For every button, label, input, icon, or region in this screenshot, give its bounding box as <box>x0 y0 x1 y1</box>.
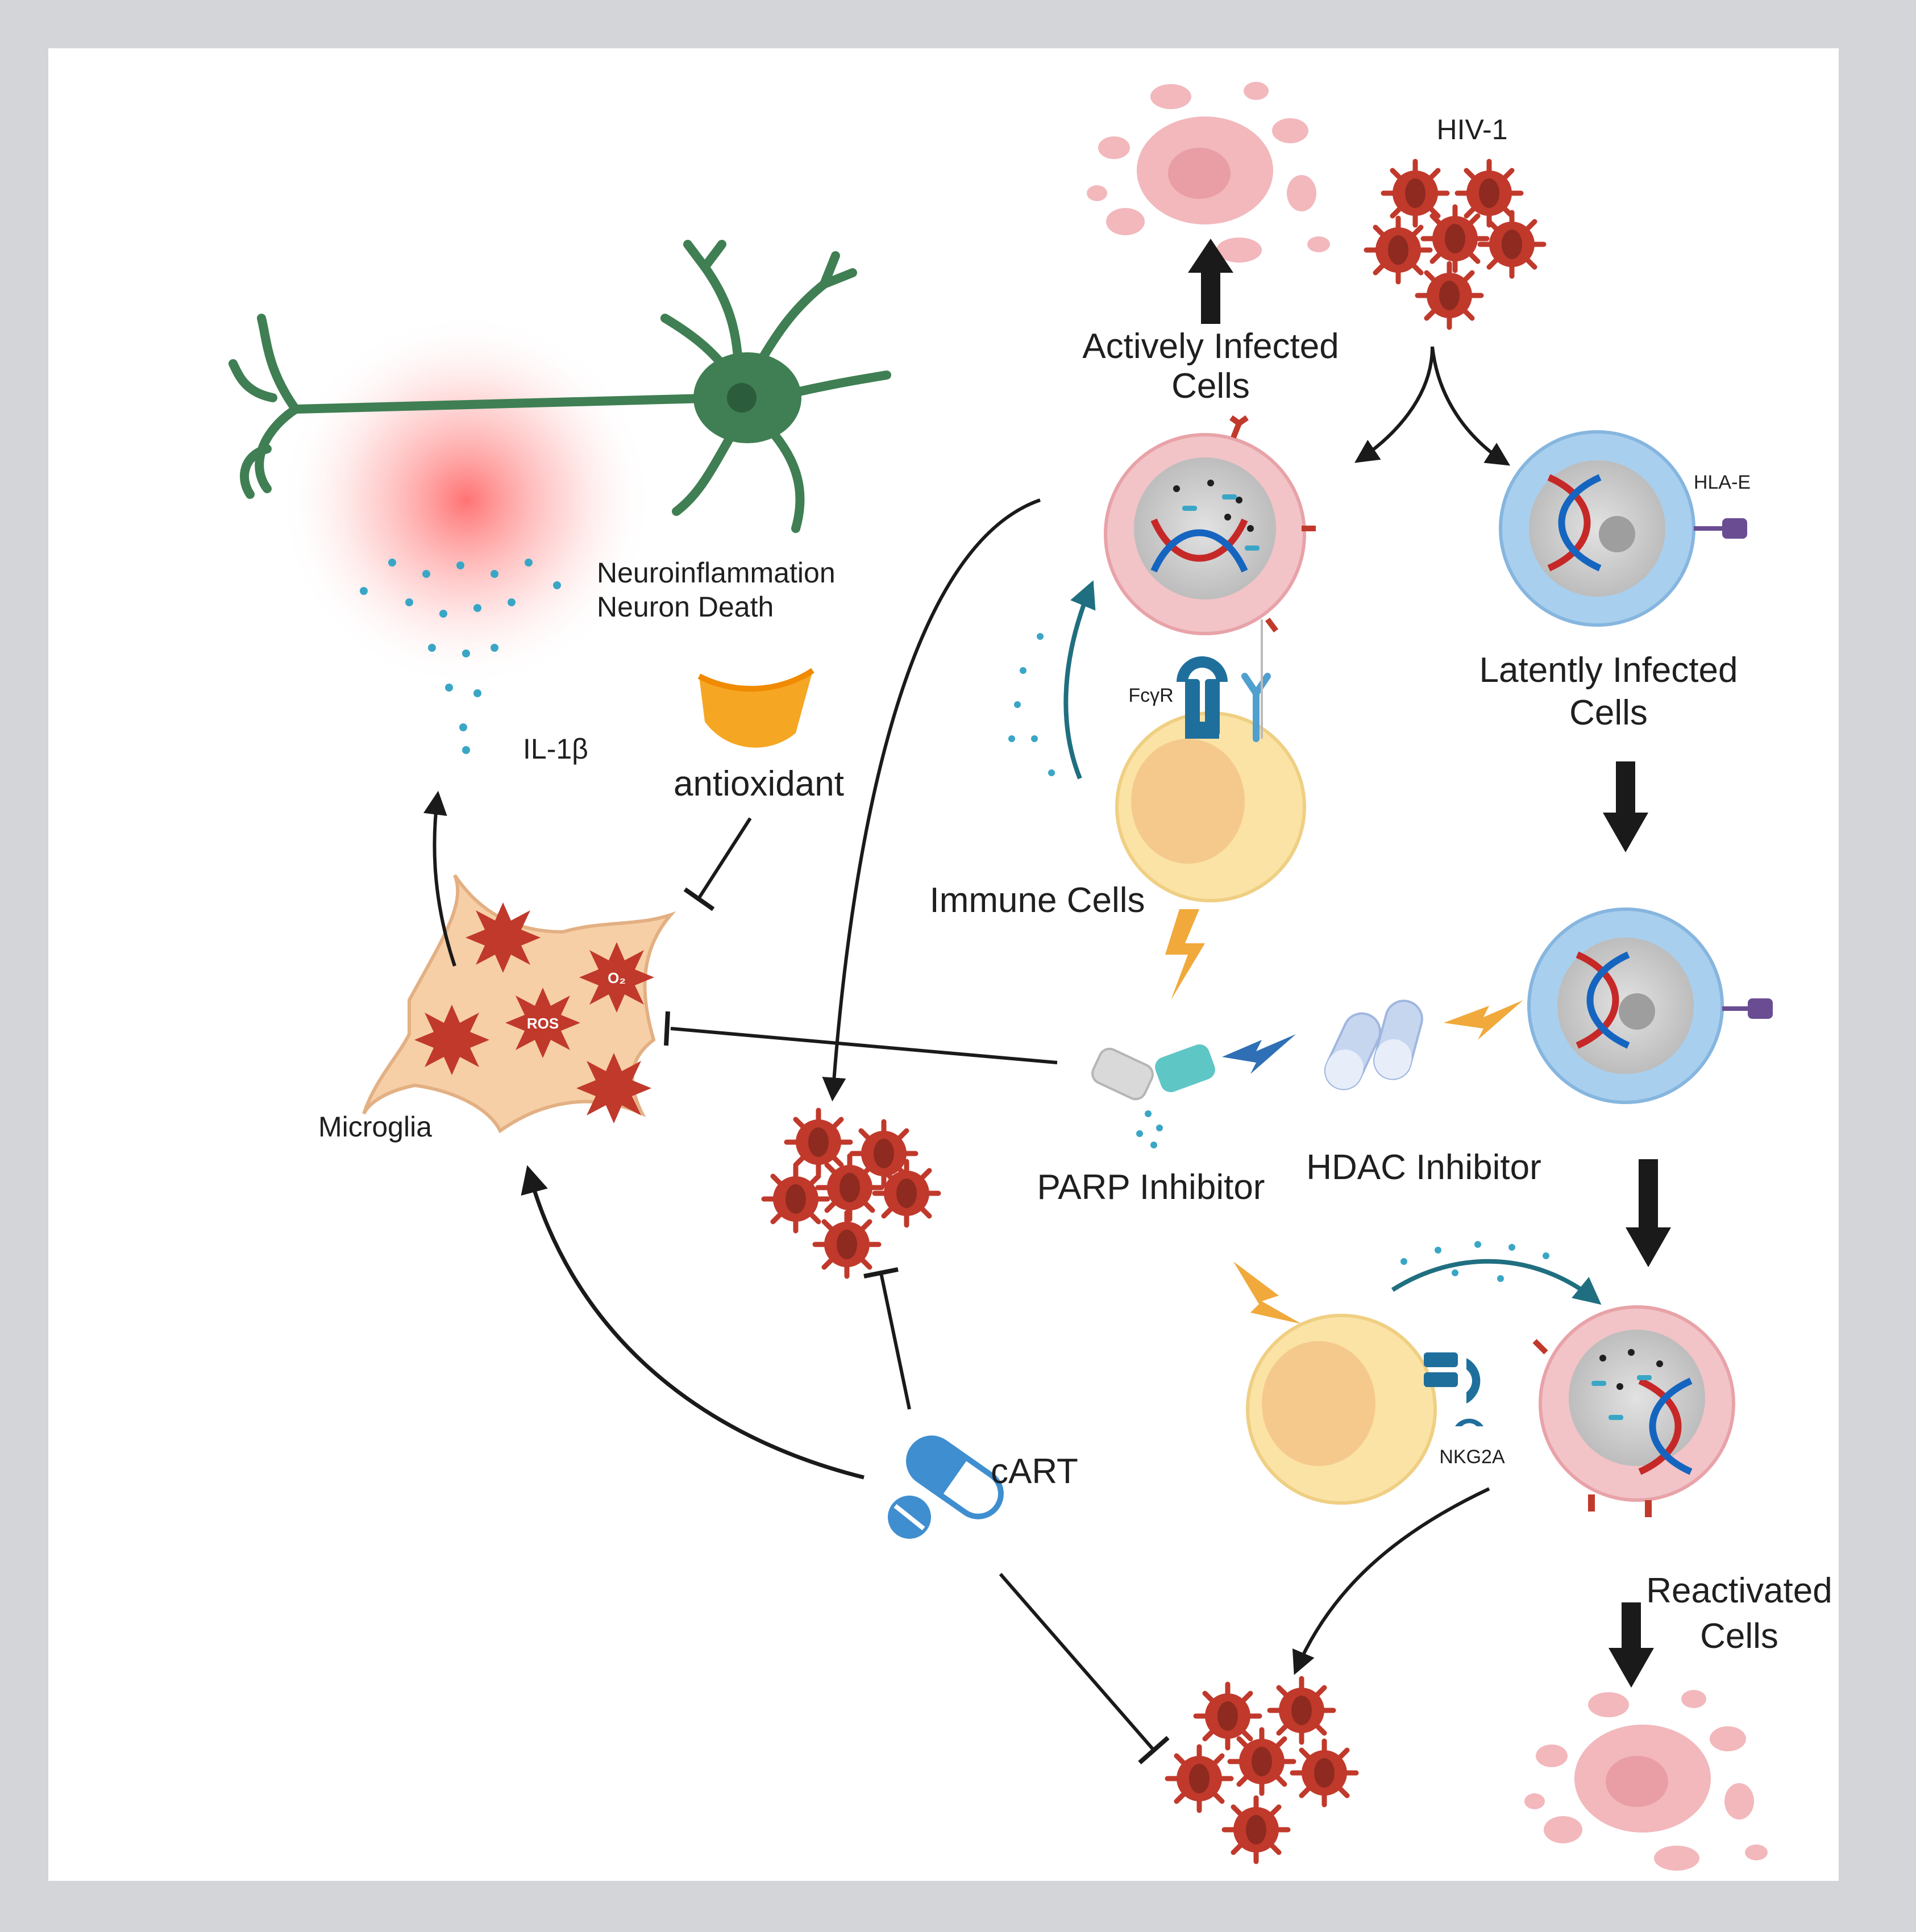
label-il1b: IL-1β <box>523 733 588 765</box>
label-reactivated-line2: Cells <box>1700 1617 1778 1656</box>
inhibit-antioxidant-line <box>697 817 752 899</box>
label-actively-infected-line1: Actively Infected <box>1082 327 1339 366</box>
label-latently-infected-line1: Latently Infected <box>1479 651 1738 690</box>
label-hdac-inhibitor: HDAC Inhibitor <box>1306 1148 1541 1187</box>
inhibit-cart-virions-line <box>879 1272 911 1410</box>
arrow-up-head <box>1188 239 1233 273</box>
immune-cell-bottom <box>1246 1314 1437 1505</box>
latently-infected-cell-top <box>1499 430 1747 627</box>
label-reactivated-line1: Reactivated <box>1646 1571 1832 1610</box>
label-nkg2a: NKG2A <box>1439 1446 1505 1468</box>
teal-arrow-cytokine <box>1063 580 1096 780</box>
cytokine-dots-immune <box>1008 633 1055 776</box>
arrow-to-debris-head <box>1609 1648 1654 1688</box>
label-latently-infected-line2: Cells <box>1569 693 1648 732</box>
lightning-icon-immune <box>1165 909 1205 1000</box>
lightning-icon-hdac <box>1222 1034 1296 1074</box>
label-hla-e: HLA-E <box>1694 472 1751 493</box>
label-fcyr: FcγR <box>1128 685 1173 706</box>
label-antioxidant: antioxidant <box>674 764 844 803</box>
teal-arrow-cytokine-bottom <box>1391 1259 1602 1305</box>
cytokine-dots-bottom <box>1400 1241 1549 1282</box>
arrow-hiv-to-latent <box>1431 346 1511 466</box>
inhibit-cart-virions-bar <box>863 1267 899 1279</box>
immune-cell-top <box>1115 711 1306 902</box>
latently-infected-cell-middle <box>1527 907 1773 1104</box>
label-immune-cells: Immune Cells <box>930 881 1145 920</box>
arrow-reactivated-to-virions <box>1292 1487 1490 1675</box>
cytokine-dots <box>360 559 561 754</box>
inhibit-cart-bottom-bar <box>1138 1735 1170 1765</box>
arrow-microglia-to-il1b <box>423 790 456 967</box>
arrow-hiv-to-active <box>1354 346 1434 463</box>
inhibit-cart-bottom-line <box>999 1573 1156 1751</box>
inflammation-glow <box>279 313 654 688</box>
arrow-cart-to-microglia <box>521 1165 865 1480</box>
fcyr-receptor-icon <box>1177 656 1228 739</box>
lightning-icon-nk <box>1233 1261 1302 1324</box>
label-parp-inhibitor: PARP Inhibitor <box>1037 1168 1265 1207</box>
hdac-inhibitor-pill-icon <box>1324 1000 1423 1090</box>
reactivated-cell <box>1532 1305 1735 1517</box>
ros-label-ros: ROS <box>527 1015 559 1032</box>
label-neuroinflammation: Neuroinflammation <box>597 557 836 589</box>
label-microglia: Microglia <box>318 1111 432 1143</box>
arrow-infected-to-virions <box>822 498 1041 1102</box>
ros-label-o2: O₂ <box>608 969 626 986</box>
nkg2a-receptor-icon <box>1424 1352 1483 1426</box>
actively-infected-cell <box>1104 415 1316 635</box>
label-actively-infected-line2: Cells <box>1171 367 1250 406</box>
inhibit-antioxidant-bar <box>683 887 715 911</box>
inhibit-parp-bar <box>664 1011 670 1046</box>
orange-slice-icon <box>697 668 814 748</box>
label-neuron-death: Neuron Death <box>597 591 774 623</box>
arrow-latent-down-head <box>1603 813 1648 852</box>
label-hiv1: HIV-1 <box>1436 114 1507 145</box>
cart-pill-icon <box>888 1435 1004 1539</box>
parp-inhibitor-pill-icon <box>1091 1044 1215 1148</box>
neuron-nucleus <box>727 383 757 413</box>
lightning-icon-latent <box>1444 1000 1523 1040</box>
label-cart: cART <box>991 1452 1078 1491</box>
inhibit-parp-line <box>670 1027 1058 1064</box>
arrow-to-reactivated-head <box>1626 1227 1671 1267</box>
